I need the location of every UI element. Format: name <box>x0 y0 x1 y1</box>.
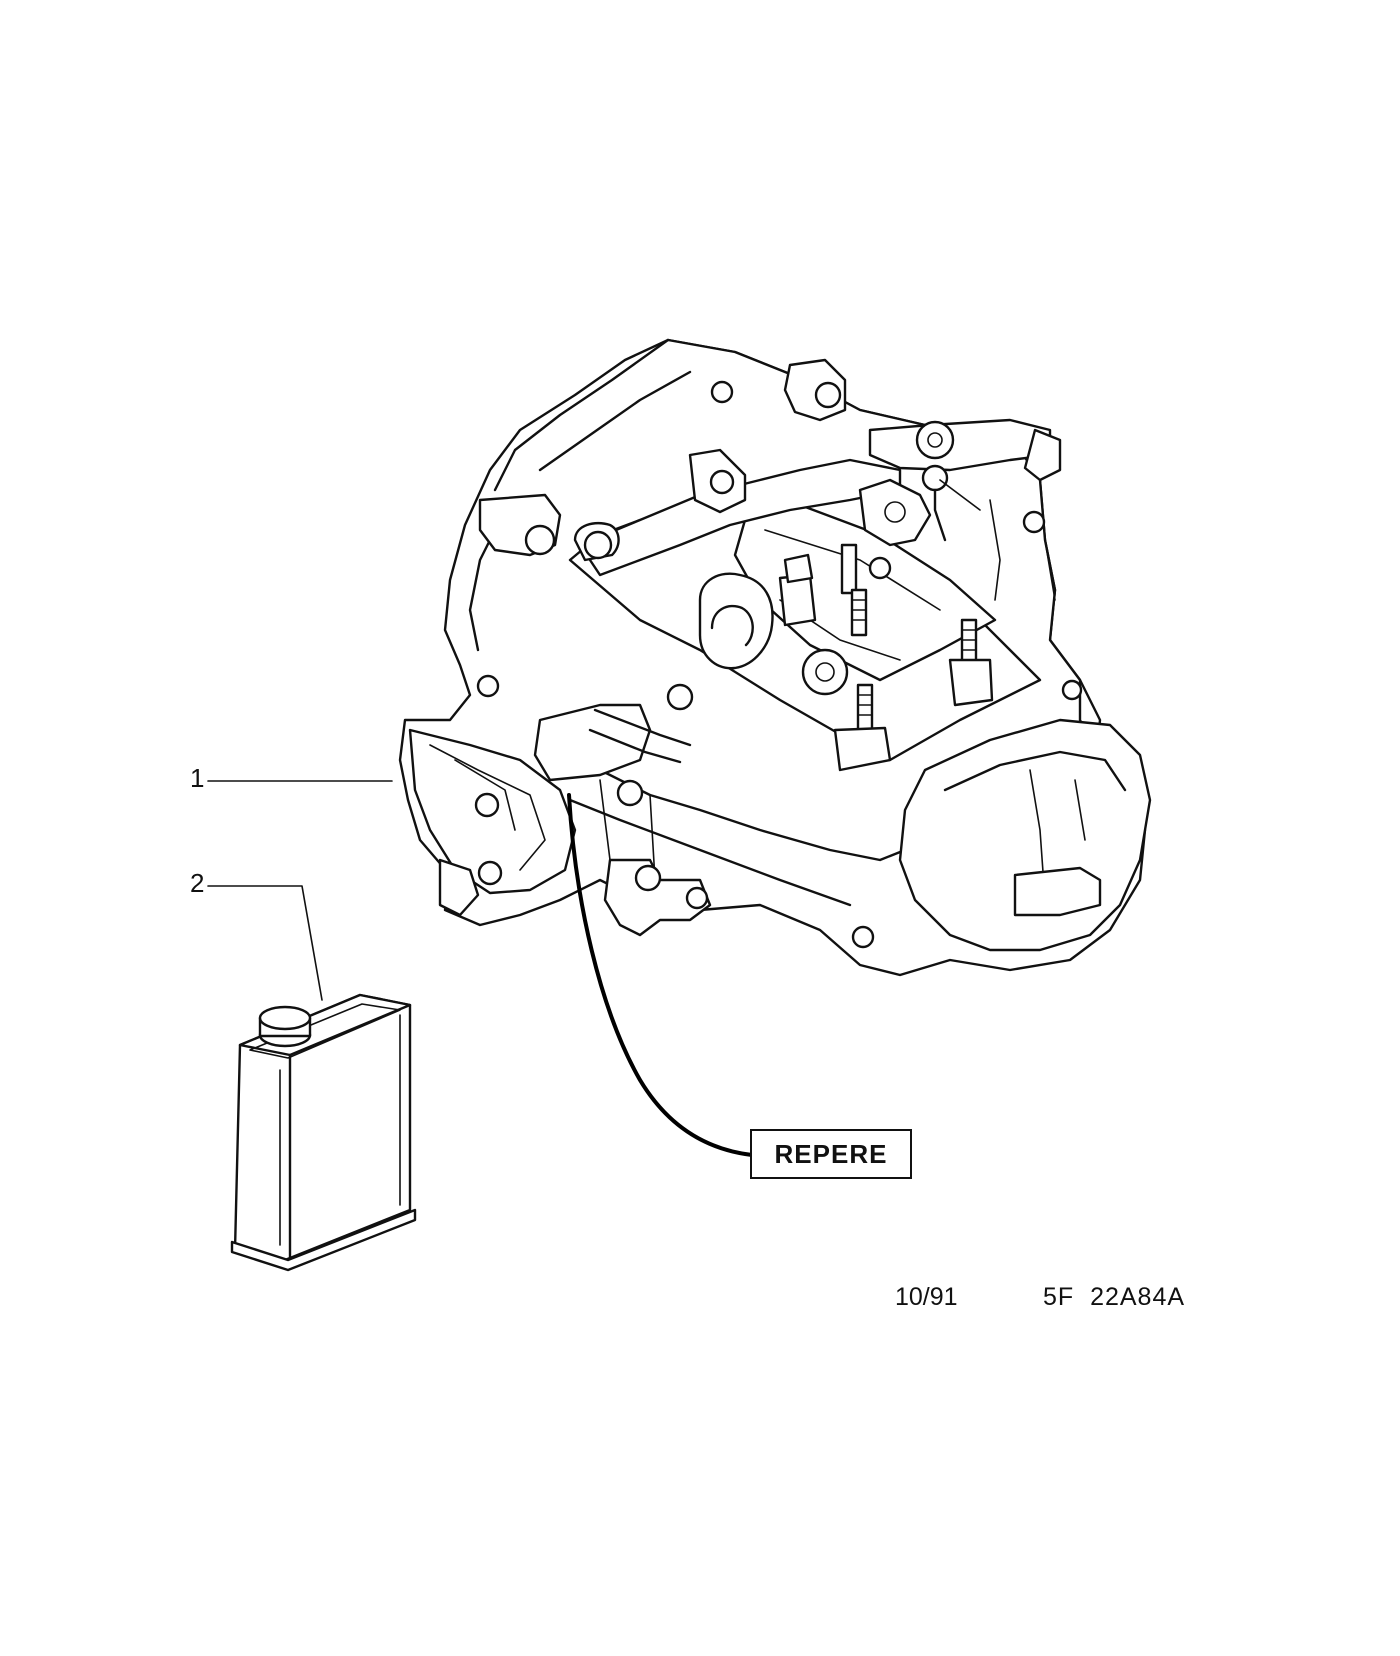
repere-marker-label: REPERE <box>750 1129 912 1179</box>
oil-can-icon <box>230 993 417 1272</box>
footer-reference: 5F 22A84A <box>1043 1283 1186 1311</box>
callout-number-2: 2 <box>190 868 205 898</box>
callout-number-1: 1 <box>190 763 205 793</box>
footer-date: 10/91 <box>895 1283 958 1311</box>
gearbox-illustration-icon <box>398 338 1152 977</box>
repere-leader-line <box>567 793 754 1157</box>
callout-2-leader <box>207 885 323 1001</box>
stud-set <box>833 543 994 772</box>
